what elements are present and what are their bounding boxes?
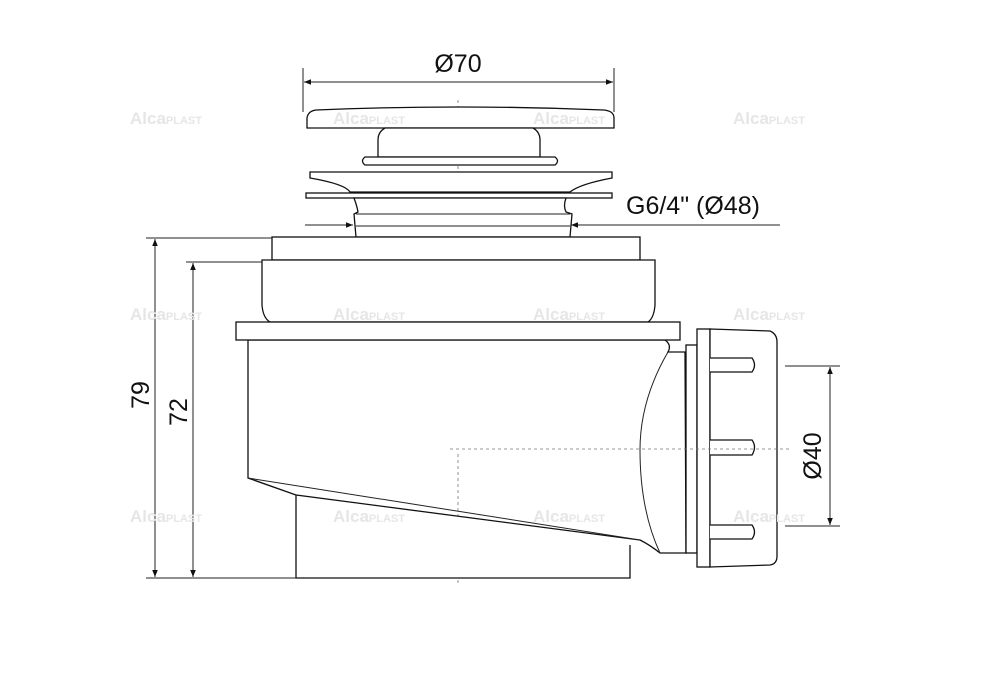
dimension-body-height: 72 bbox=[165, 261, 262, 577]
alcaplast-watermark: AlcaPLAST bbox=[733, 305, 805, 324]
alcaplast-watermark: AlcaPLAST bbox=[733, 109, 805, 128]
alcaplast-watermark: AlcaPLAST bbox=[130, 507, 202, 526]
dimension-total-height: 79 bbox=[127, 237, 296, 579]
dim-label-body-height: 72 bbox=[165, 398, 193, 426]
alcaplast-watermark: AlcaPLAST bbox=[130, 109, 202, 128]
dim-label-thread: G6/4" (Ø48) bbox=[626, 192, 760, 220]
outlet-nut bbox=[685, 328, 778, 568]
dim-label-outlet-diameter: Ø40 bbox=[799, 432, 827, 479]
dim-label-total-height: 79 bbox=[127, 381, 155, 409]
drain-body bbox=[235, 236, 687, 579]
dim-label-top-diameter: Ø70 bbox=[434, 50, 481, 78]
dimension-top-diameter: Ø70 bbox=[302, 50, 615, 112]
dimension-outlet-diameter: Ø40 bbox=[785, 365, 840, 527]
dimension-thread: G6/4" (Ø48) bbox=[305, 192, 780, 228]
alcaplast-watermark: AlcaPLAST bbox=[130, 305, 202, 324]
drain-cap bbox=[305, 106, 615, 238]
